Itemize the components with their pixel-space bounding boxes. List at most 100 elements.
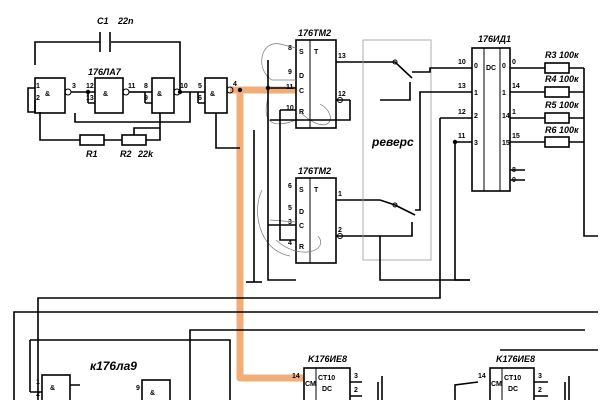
resistor-r4	[544, 86, 570, 98]
pin-label: 3	[72, 83, 76, 90]
pin-label: 2	[474, 113, 478, 120]
pin-label: 0	[474, 63, 478, 70]
pin-label: 5	[288, 205, 292, 212]
pin-label: 3	[538, 373, 542, 380]
nand-gate-4	[204, 77, 228, 114]
pin-label: 12	[458, 109, 466, 116]
pin-label: 2	[36, 391, 40, 398]
k176la9-gate-2	[141, 379, 171, 400]
k176ie8-left-label: K176ИЕ8	[308, 354, 347, 364]
r6-label: R6 100к	[545, 125, 579, 135]
pin-label: 9	[144, 95, 148, 102]
pin-label: 2	[538, 387, 542, 394]
pin-label: 13	[86, 95, 94, 102]
resistor-r1	[79, 134, 105, 146]
reverse-box	[362, 39, 432, 261]
pin-label: C	[299, 88, 304, 95]
pin-label: 1	[36, 379, 40, 386]
nand-gate-3	[151, 77, 175, 114]
k176ie8-right-block: K176ИЕ8 CT10 DC CM 14 3 2	[454, 354, 570, 400]
pin-label: 3	[354, 373, 358, 380]
r2-label: R2	[120, 149, 132, 159]
pin-label: 1	[512, 109, 516, 116]
decoder-id1: 176ИД1 DC 0 1 2 3 10 13 12 11 0 1 14 15 …	[37, 34, 545, 400]
id1-label: 176ИД1	[478, 34, 511, 44]
k176la9-label: к176ла9	[90, 359, 137, 373]
pin-label: T	[314, 49, 319, 56]
pin-label: 6	[198, 95, 202, 102]
pin-label: 9	[288, 69, 292, 76]
pin-label: 4	[233, 81, 237, 88]
pin-label: 10	[286, 105, 294, 112]
r3-label: R3 100к	[545, 50, 579, 60]
pin-label: 14	[478, 373, 486, 380]
pin-label: 1	[502, 90, 506, 97]
ct10-right: CT10	[504, 375, 521, 382]
k176la9-gate-2-symbol: &	[150, 390, 155, 397]
pin-label: 2	[338, 227, 342, 234]
pin-label: 2	[36, 95, 40, 102]
output-resistors: R3 100к R4 100к R5 100к R6 100к	[544, 50, 598, 237]
nand-gate-1	[34, 77, 66, 114]
id1-dc: DC	[486, 65, 496, 72]
resistor-r5	[544, 112, 570, 124]
nand-gate-4-symbol: &	[210, 91, 215, 98]
pin-label: 13	[458, 83, 466, 90]
pin-label: 12	[338, 91, 346, 98]
c1-label: C1	[97, 16, 109, 26]
nand-gate-3-symbol: &	[157, 91, 162, 98]
flip-flop-top: 176ТМ2 S D C R T 8 9 11 10 13 12	[261, 28, 380, 129]
pin-label: 13	[338, 53, 346, 60]
k176la9-gate-1	[41, 374, 71, 400]
dc-right: DC	[508, 386, 518, 393]
pin-label: 11	[458, 133, 466, 140]
tm2-top-label: 176ТМ2	[298, 28, 331, 38]
pin-label: 14	[292, 373, 300, 380]
pin-label: 9	[136, 385, 140, 392]
pin-label: D	[299, 73, 304, 80]
pin-label: 14	[502, 113, 510, 120]
r4-label: R4 100к	[545, 74, 579, 84]
r2-value: 22k	[137, 149, 154, 159]
nand-gate-1-symbol: &	[45, 91, 50, 98]
pin-label: 5	[198, 83, 202, 90]
resistor-r3	[544, 62, 570, 74]
pin-label: 3	[474, 140, 478, 147]
k176ie8-right-label: K176ИЕ8	[496, 354, 535, 364]
ct10-left: CT10	[318, 375, 335, 382]
id1-chip	[471, 47, 511, 192]
pin-label: T	[314, 187, 319, 194]
k176ie8-right-chip	[489, 367, 535, 400]
reverse-switch-block: реверс	[362, 39, 455, 261]
pin-label: C	[299, 223, 304, 230]
pin-label: R	[299, 109, 304, 116]
pin-label: 11	[128, 83, 136, 90]
pin-label: 12	[86, 83, 94, 90]
k176la9-block: к176ла9 & 1 2 & 9	[29, 340, 171, 400]
pin-label: 6	[288, 183, 292, 190]
junction-dots	[85, 85, 458, 145]
pin-label: 1	[338, 191, 342, 198]
oscillator-section: C1 22n & 1 2 3 & 12 13 11 176ЛА7 & 8 9 1…	[27, 16, 240, 159]
r5-label: R5 100к	[545, 100, 579, 110]
k176la9-gate-1-symbol: &	[50, 385, 55, 392]
reverse-label: реверс	[371, 135, 414, 149]
r1-label: R1	[86, 149, 98, 159]
pin-label: 1	[36, 83, 40, 90]
nand-gate-2	[94, 77, 124, 114]
pin-label: 10	[458, 59, 466, 66]
pin-label: 0	[512, 59, 516, 66]
pin-label: 15	[512, 133, 520, 140]
flip-flop-bottom: 176ТМ2 S D C R T 6 5 3 4 1 2	[257, 166, 380, 264]
pin-label: 14	[512, 83, 520, 90]
pin-label: 0	[502, 63, 506, 70]
pin-label: 1	[474, 90, 478, 97]
nand-gate-2-symbol: &	[103, 91, 108, 98]
pin-label: D	[299, 209, 304, 216]
k176ie8-left-chip	[303, 367, 351, 400]
k176ie8-left-block: K176ИЕ8 CT10 DC CM 14 3 2	[292, 354, 383, 400]
resistor-r6	[544, 136, 570, 148]
pin-label: S	[299, 187, 304, 194]
pin-label: S	[299, 49, 304, 56]
